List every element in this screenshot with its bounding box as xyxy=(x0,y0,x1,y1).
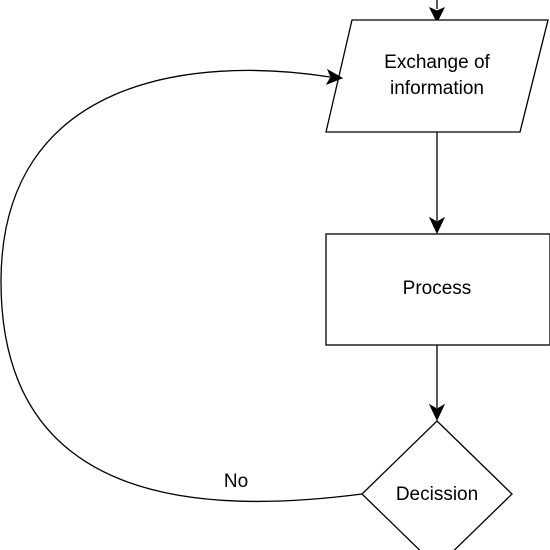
exchange-of-information-node[interactable] xyxy=(325,19,549,133)
decision-node[interactable] xyxy=(361,420,513,550)
edge-decision-to-exchange-loop xyxy=(0,69,363,503)
edge-process-to-decision-arrowhead xyxy=(428,403,446,422)
incoming-arrowhead xyxy=(428,7,446,24)
process-node[interactable] xyxy=(325,233,550,346)
exchange-of-information-label-line-2: information xyxy=(390,78,484,99)
edge-decision-to-exchange-arrowhead xyxy=(325,68,344,85)
exchange-of-information-label-line-1: Exchange of xyxy=(384,52,490,73)
edge-label-no: No xyxy=(224,471,248,492)
process-label: Process xyxy=(403,278,472,299)
decision-label: Decission xyxy=(396,484,478,505)
edge-exchange-to-process-arrowhead xyxy=(428,216,446,235)
